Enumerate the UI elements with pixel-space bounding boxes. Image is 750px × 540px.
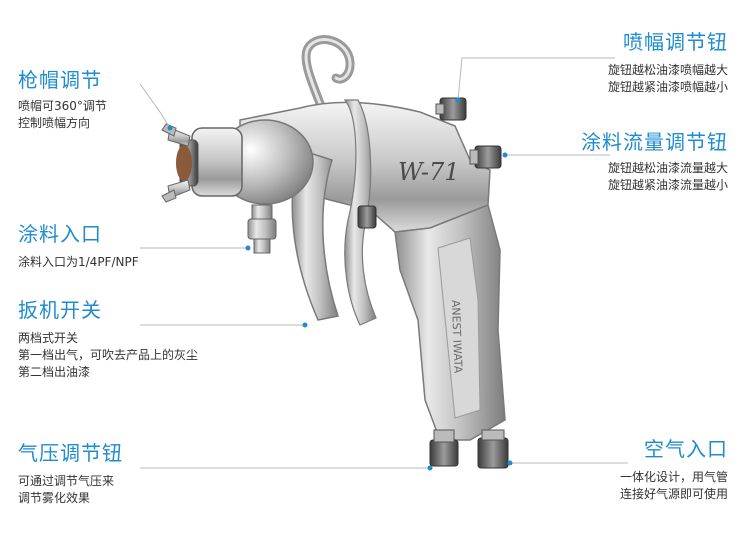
callout-desc-line: 控制喷幅方向	[18, 116, 91, 130]
callout-title: 涂料流量调节钮	[581, 130, 728, 154]
callout-desc-line: 旋钮越松油漆喷幅越大	[607, 63, 728, 77]
paint-inlet-fitting	[251, 204, 273, 220]
callout-air-pressure-knob: 气压调节钮 可通过调节气压来 调节雾化效果	[18, 441, 123, 507]
callout-desc-line: 一体化设计，用气管	[619, 470, 728, 484]
callout-title: 气压调节钮	[18, 441, 123, 465]
callout-nozzle-cap: 枪帽调节 喷帽可360°调节 控制喷幅方向	[18, 68, 107, 132]
callout-spray-width-knob: 喷幅调节钮 旋钮越松油漆喷幅越大 旋钮越紧油漆喷幅越小	[608, 30, 728, 96]
callout-paint-flow-knob: 涂料流量调节钮 旋钮越松油漆流量越大 旋钮越紧油漆流量越小	[581, 130, 728, 194]
air-pressure-knob-shape	[429, 439, 459, 467]
callout-desc-line: 第一档出气，可吹去产品上的灰尘	[18, 348, 199, 362]
paint-flow-knob-shape	[474, 145, 502, 169]
leader-lines	[139, 57, 628, 469]
callout-desc-line: 第二档出油漆	[18, 365, 91, 379]
callout-paint-inlet: 涂料入口 涂料入口为1/4PF/NPF	[18, 222, 139, 271]
callout-desc-line: 连接好气源即可使用	[619, 487, 728, 501]
callout-desc-line: 调节雾化效果	[18, 491, 91, 505]
callout-trigger: 扳机开关 两档式开关 第一档出气，可吹去产品上的灰尘 第二档出油漆	[18, 298, 198, 381]
callout-desc-line: 旋钮越紧油漆流量越小	[607, 178, 728, 192]
callout-desc-line: 旋钮越紧油漆喷幅越小	[607, 80, 728, 94]
callout-title: 枪帽调节	[18, 68, 102, 92]
callout-desc-line: 喷帽可360°调节	[18, 99, 107, 113]
nozzle-ring	[191, 127, 243, 197]
air-inlet-fitting	[477, 437, 509, 469]
callout-title: 空气入口	[644, 437, 728, 461]
callout-desc-line: 两档式开关	[18, 331, 79, 345]
callout-title: 喷幅调节钮	[623, 30, 728, 54]
trigger	[291, 149, 339, 321]
callout-title: 涂料入口	[18, 222, 102, 246]
model-mark: W-71	[398, 158, 460, 186]
callout-desc-line: 可通过调节气压来	[18, 474, 115, 488]
callout-desc-line: 旋钮越松油漆流量越大	[607, 161, 728, 175]
callout-air-inlet: 空气入口 一体化设计，用气管 连接好气源即可使用	[620, 437, 728, 503]
handle-brand-mark: ANEST IWATA	[449, 300, 465, 374]
callout-desc-line: 涂料入口为1/4PF/NPF	[18, 255, 139, 269]
callout-title: 扳机开关	[18, 298, 102, 322]
